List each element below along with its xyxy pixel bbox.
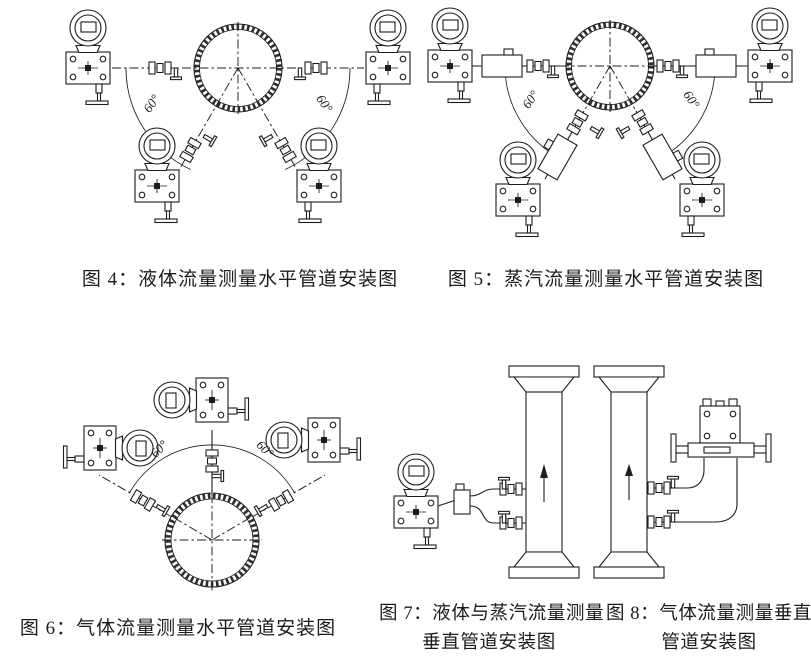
fig4-left-impulse-line <box>167 67 239 190</box>
vent-tee-icon <box>587 122 605 140</box>
pipe-taper <box>512 376 576 393</box>
transmitter-icon <box>393 453 439 550</box>
pipe-union-icon <box>205 449 219 473</box>
valve-stem <box>675 445 689 454</box>
condensate-pot <box>453 489 471 515</box>
fig5-left-center-ray <box>583 65 611 112</box>
pipe-union-icon <box>566 109 589 136</box>
pipe-cross-section <box>164 492 260 588</box>
vent-tee-icon <box>615 122 633 140</box>
pipe-union-icon <box>267 489 295 512</box>
condensate-pot <box>481 48 523 78</box>
fig7-caption-line1: 图 7：液体与蒸汽流量测量 <box>379 604 605 624</box>
fig8-caption-line1: 图 8：气体流量测量垂直 <box>605 604 811 624</box>
pipe-flange-bottom <box>508 566 580 579</box>
vent-tee-icon <box>293 67 307 81</box>
transmitter-icon <box>296 127 342 224</box>
pipe-bore <box>199 29 277 107</box>
pipe-union-icon <box>179 136 202 164</box>
fig4-diagram: 60° 60° <box>65 9 411 224</box>
vent-tee-icon <box>200 130 218 148</box>
valve-stem <box>753 445 767 454</box>
pipe-taper <box>597 376 661 393</box>
fig7-diagram <box>393 365 580 579</box>
fig7-transmitter-connection <box>437 499 457 507</box>
fig5-left-angle-label: 60° <box>519 88 542 112</box>
pipe-taper <box>512 551 576 568</box>
pipe-union-icon <box>148 61 172 75</box>
fig7-lower-tap-line <box>469 505 526 524</box>
transmitter-icon <box>153 377 250 423</box>
pipe-bore <box>170 498 254 582</box>
transmitter-icon <box>62 425 159 471</box>
pipe-flange-top <box>508 365 580 378</box>
pipe-flange-top <box>593 365 665 378</box>
transmitter-icon <box>65 9 111 106</box>
pipe-union-icon <box>656 59 680 73</box>
transmitter-icon <box>747 7 793 104</box>
fig8-caption-line2: 管道安装图 <box>661 633 757 653</box>
pot-plug <box>455 483 465 491</box>
transmitter-icon <box>427 7 473 104</box>
fig6-left-center-ray <box>170 515 213 541</box>
pipe-union-icon <box>129 489 157 512</box>
fig8-diagram <box>593 365 772 579</box>
pipe-union-icon <box>526 59 550 73</box>
pipe-wall-hatch <box>566 22 654 110</box>
fig5-diagram: 60° 60° <box>427 7 793 238</box>
pipe-union-icon <box>274 136 297 164</box>
fig4-left-angle-arc <box>125 67 191 170</box>
transmitter-icon <box>365 9 411 106</box>
vent-tee-icon <box>258 130 276 148</box>
transmitter-with-manifold <box>670 398 772 463</box>
fig5-right-angle-label: 60° <box>680 88 703 112</box>
flow-arrow-head-icon <box>625 464 633 476</box>
pipe-flange-bottom <box>593 566 665 579</box>
pipe-union-icon <box>647 515 671 529</box>
transmitter-icon <box>679 141 725 238</box>
vent-tee-icon <box>169 67 183 81</box>
transmitter-icon <box>265 417 362 463</box>
flow-arrow-head-icon <box>540 464 548 478</box>
fig6-right-center-ray <box>211 515 254 541</box>
fig5-caption: 图 5：蒸汽流量测量水平管道安装图 <box>447 269 765 290</box>
transmitter-icon <box>495 141 541 238</box>
pipe-union-icon <box>647 481 671 495</box>
fig4-caption: 图 4：液体流量测量水平管道安装图 <box>81 269 399 290</box>
valve-handle-icon <box>670 433 677 463</box>
pipe-union-icon <box>631 109 654 136</box>
condensate-pot <box>642 130 688 181</box>
fig4-left-angle-label: 60° <box>140 92 163 116</box>
pipe-wall-hatch <box>165 493 259 587</box>
fig4-right-angle-arc <box>285 67 351 170</box>
fig6-caption: 图 6：气体流量测量水平管道安装图 <box>19 618 337 639</box>
fig8-caption: 图 8：气体流量测量垂直 管道安装图 <box>599 600 811 658</box>
pipe-cross-section <box>565 21 655 111</box>
condensate-pot <box>532 130 578 181</box>
condensate-pot <box>695 48 737 78</box>
transmitter-icon <box>134 127 180 224</box>
fig4-right-angle-label: 60° <box>313 92 336 116</box>
pipe-union-icon <box>304 61 328 75</box>
pipe-wall-hatch <box>194 24 282 112</box>
fig8-upper-tap-line <box>647 458 705 489</box>
pipe-bore <box>571 27 649 105</box>
fig6-diagram: 60° 60° <box>62 377 362 592</box>
fig7-caption-line2: 垂直管道安装图 <box>422 633 556 653</box>
pipe-cross-section <box>193 23 283 113</box>
pipe-taper <box>597 551 661 568</box>
fig4-right-impulse-line <box>237 67 309 190</box>
fig7-upper-tap-line <box>469 488 526 497</box>
fig7-caption: 图 7：液体与蒸汽流量测量 垂直管道安装图 <box>379 600 605 658</box>
fig8-lower-tap-line <box>647 458 738 523</box>
valve-handle-icon <box>765 433 772 463</box>
